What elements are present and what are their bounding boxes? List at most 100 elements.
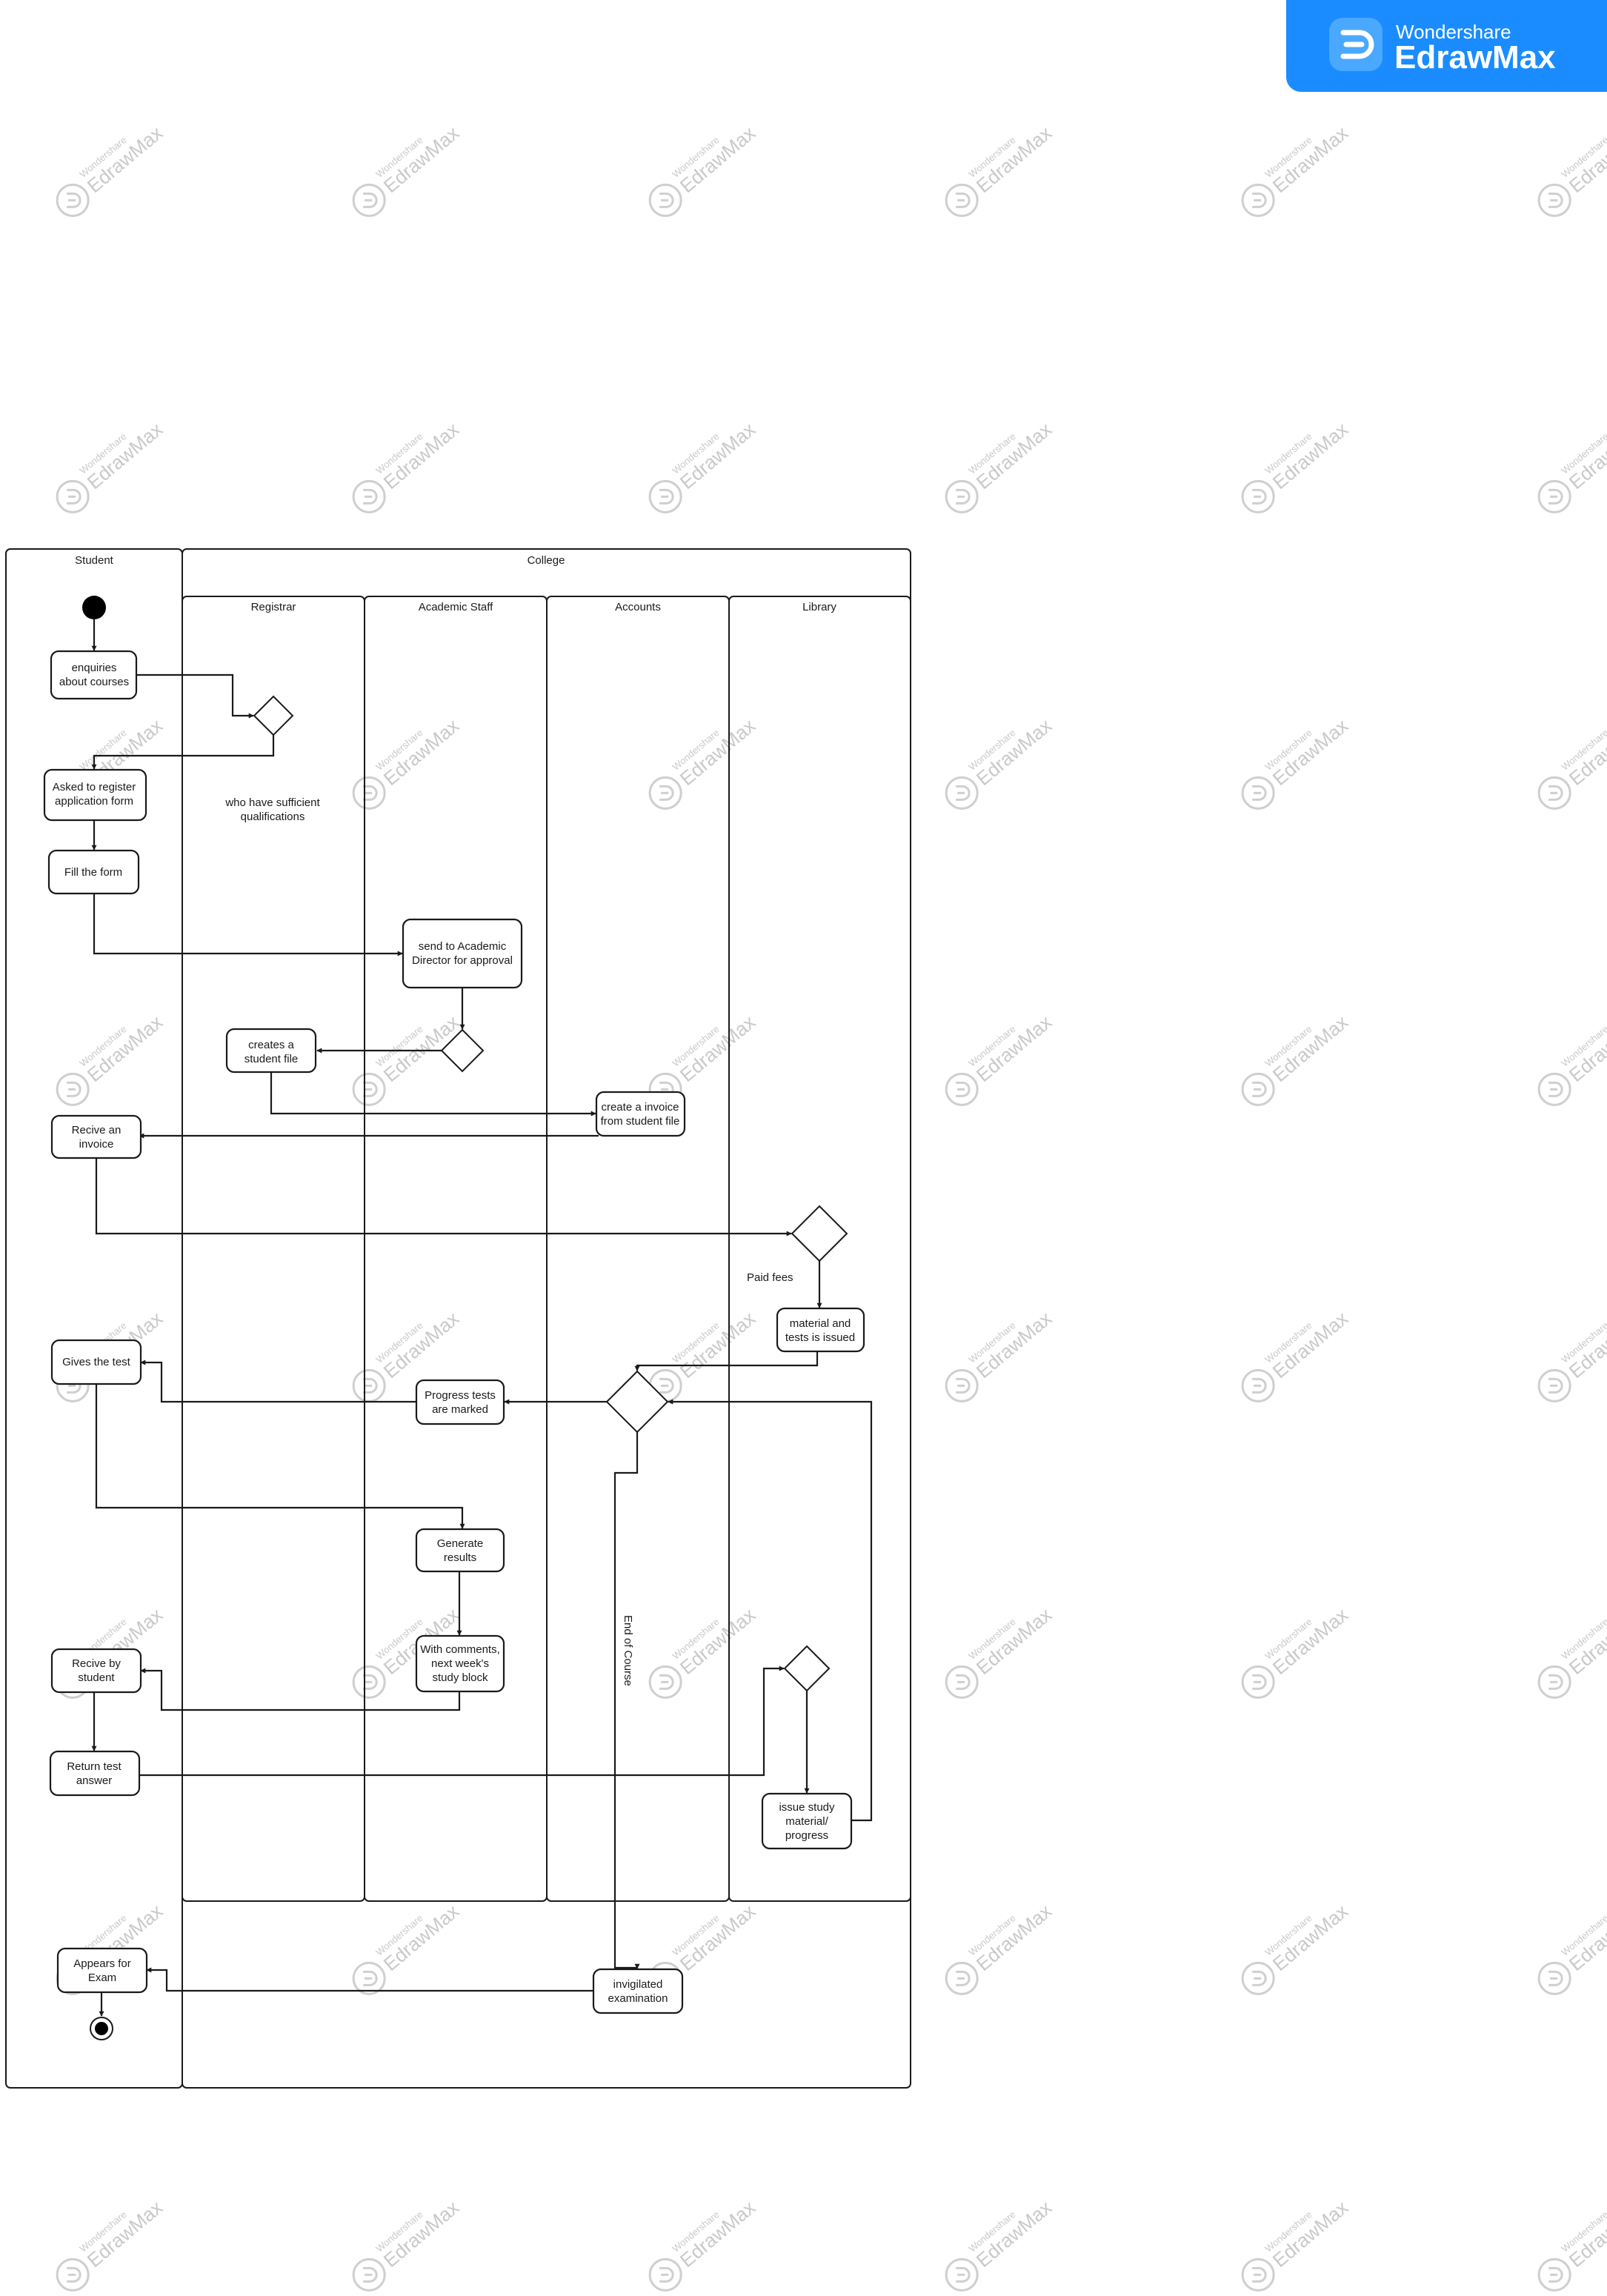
- node-receive-student: [50, 1648, 142, 1694]
- node-fill-form: [47, 849, 140, 895]
- node-register: [43, 768, 147, 822]
- badge-company: Wondershare: [1396, 21, 1511, 43]
- badge-product: EdrawMax: [1394, 39, 1556, 76]
- lane-registrar-label: Registrar: [251, 601, 296, 613]
- node-enquiries: [50, 650, 138, 700]
- start-node: [82, 596, 106, 619]
- label-end-of-course: End of Course: [622, 1615, 634, 1686]
- lane-academic-staff-label: Academic Staff: [419, 601, 493, 613]
- decision-qualifications: [253, 695, 294, 736]
- label-paid-fees: Paid fees: [747, 1271, 793, 1284]
- lane-registrar: [182, 596, 365, 1902]
- decision-progress: [605, 1370, 669, 1434]
- node-material-issued: [776, 1307, 865, 1353]
- decision-paid-fees: [791, 1205, 848, 1262]
- lane-library: [728, 596, 911, 1902]
- pool-college-label: College: [528, 554, 565, 567]
- node-student-file: [225, 1028, 317, 1074]
- edrawmax-logo-icon: [1329, 18, 1383, 71]
- decision-study-material: [783, 1645, 831, 1692]
- end-node: [90, 2017, 113, 2040]
- node-gives-test: [50, 1339, 142, 1385]
- lane-accounts: [546, 596, 730, 1902]
- node-return-answer: [49, 1750, 141, 1797]
- node-tests-marked: [415, 1379, 505, 1425]
- pool-student-label: Student: [75, 554, 114, 567]
- swimlane-frames: [5, 548, 911, 2089]
- connector-lines: [91, 619, 873, 2017]
- lane-academic-staff: [364, 596, 548, 1902]
- node-gives-test-text: Gives the test: [62, 1356, 131, 1368]
- node-generate-results: [415, 1528, 505, 1573]
- lane-library-label: Library: [802, 601, 836, 613]
- node-receive-invoice: [50, 1114, 142, 1159]
- node-issue-material: [761, 1792, 853, 1850]
- edrawmax-badge[interactable]: Wondershare EdrawMax: [1286, 0, 1607, 92]
- node-fill-form-text: Fill the form: [64, 866, 122, 879]
- lane-accounts-label: Accounts: [615, 601, 661, 613]
- node-create-invoice: [595, 1091, 686, 1137]
- decision-approval: [440, 1028, 485, 1073]
- node-appears-exam: [56, 1947, 148, 1994]
- node-comments: [415, 1634, 505, 1693]
- node-send-director: [402, 918, 523, 989]
- node-invigilated: [592, 1968, 684, 2014]
